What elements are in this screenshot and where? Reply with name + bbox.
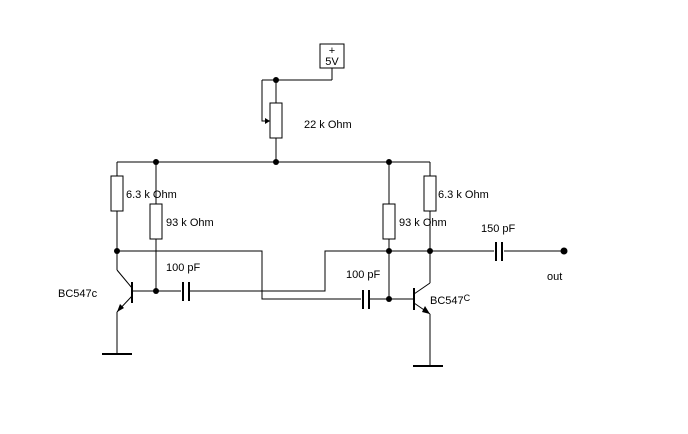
capacitor-out-150pf: 150 pF	[430, 223, 564, 261]
capacitor-left-100pf: 100 pF	[132, 262, 201, 301]
transistor-left-label: BC547c	[58, 288, 98, 300]
resistor-base-right-label: 93 k Ohm	[399, 217, 447, 229]
capacitor-right-label: 100 pF	[346, 269, 381, 281]
potentiometer-22k: 22 k Ohm	[261, 80, 352, 162]
capacitor-right-100pf: 100 pF	[346, 269, 414, 309]
capacitor-out-label: 150 pF	[481, 223, 516, 235]
supply-5v: + 5V	[262, 43, 345, 81]
resistor-base-left: 93 k Ohm	[149, 162, 214, 291]
supply-label: 5V	[325, 56, 339, 68]
transistor-right-bc547: BC547C	[413, 282, 471, 367]
resistor-collector-right: 6.3 k Ohm	[423, 162, 489, 283]
resistor-base-left-label: 93 k Ohm	[166, 217, 214, 229]
output-label: out	[547, 271, 562, 283]
transistor-right-label: BC547C	[430, 293, 471, 307]
junction-dots	[114, 77, 568, 302]
resistor-base-right: 93 k Ohm	[382, 162, 447, 299]
resistor-collector-left-label: 6.3 k Ohm	[126, 189, 177, 201]
resistor-collector-right-label: 6.3 k Ohm	[438, 189, 489, 201]
cross-coupling-wires	[117, 250, 430, 300]
capacitor-left-label: 100 pF	[166, 262, 201, 274]
supply-plus-sign: +	[329, 45, 335, 57]
transistor-left-bc547: BC547c	[58, 269, 133, 355]
resistor-collector-left: 6.3 k Ohm	[110, 162, 177, 270]
potentiometer-label: 22 k Ohm	[304, 119, 352, 131]
